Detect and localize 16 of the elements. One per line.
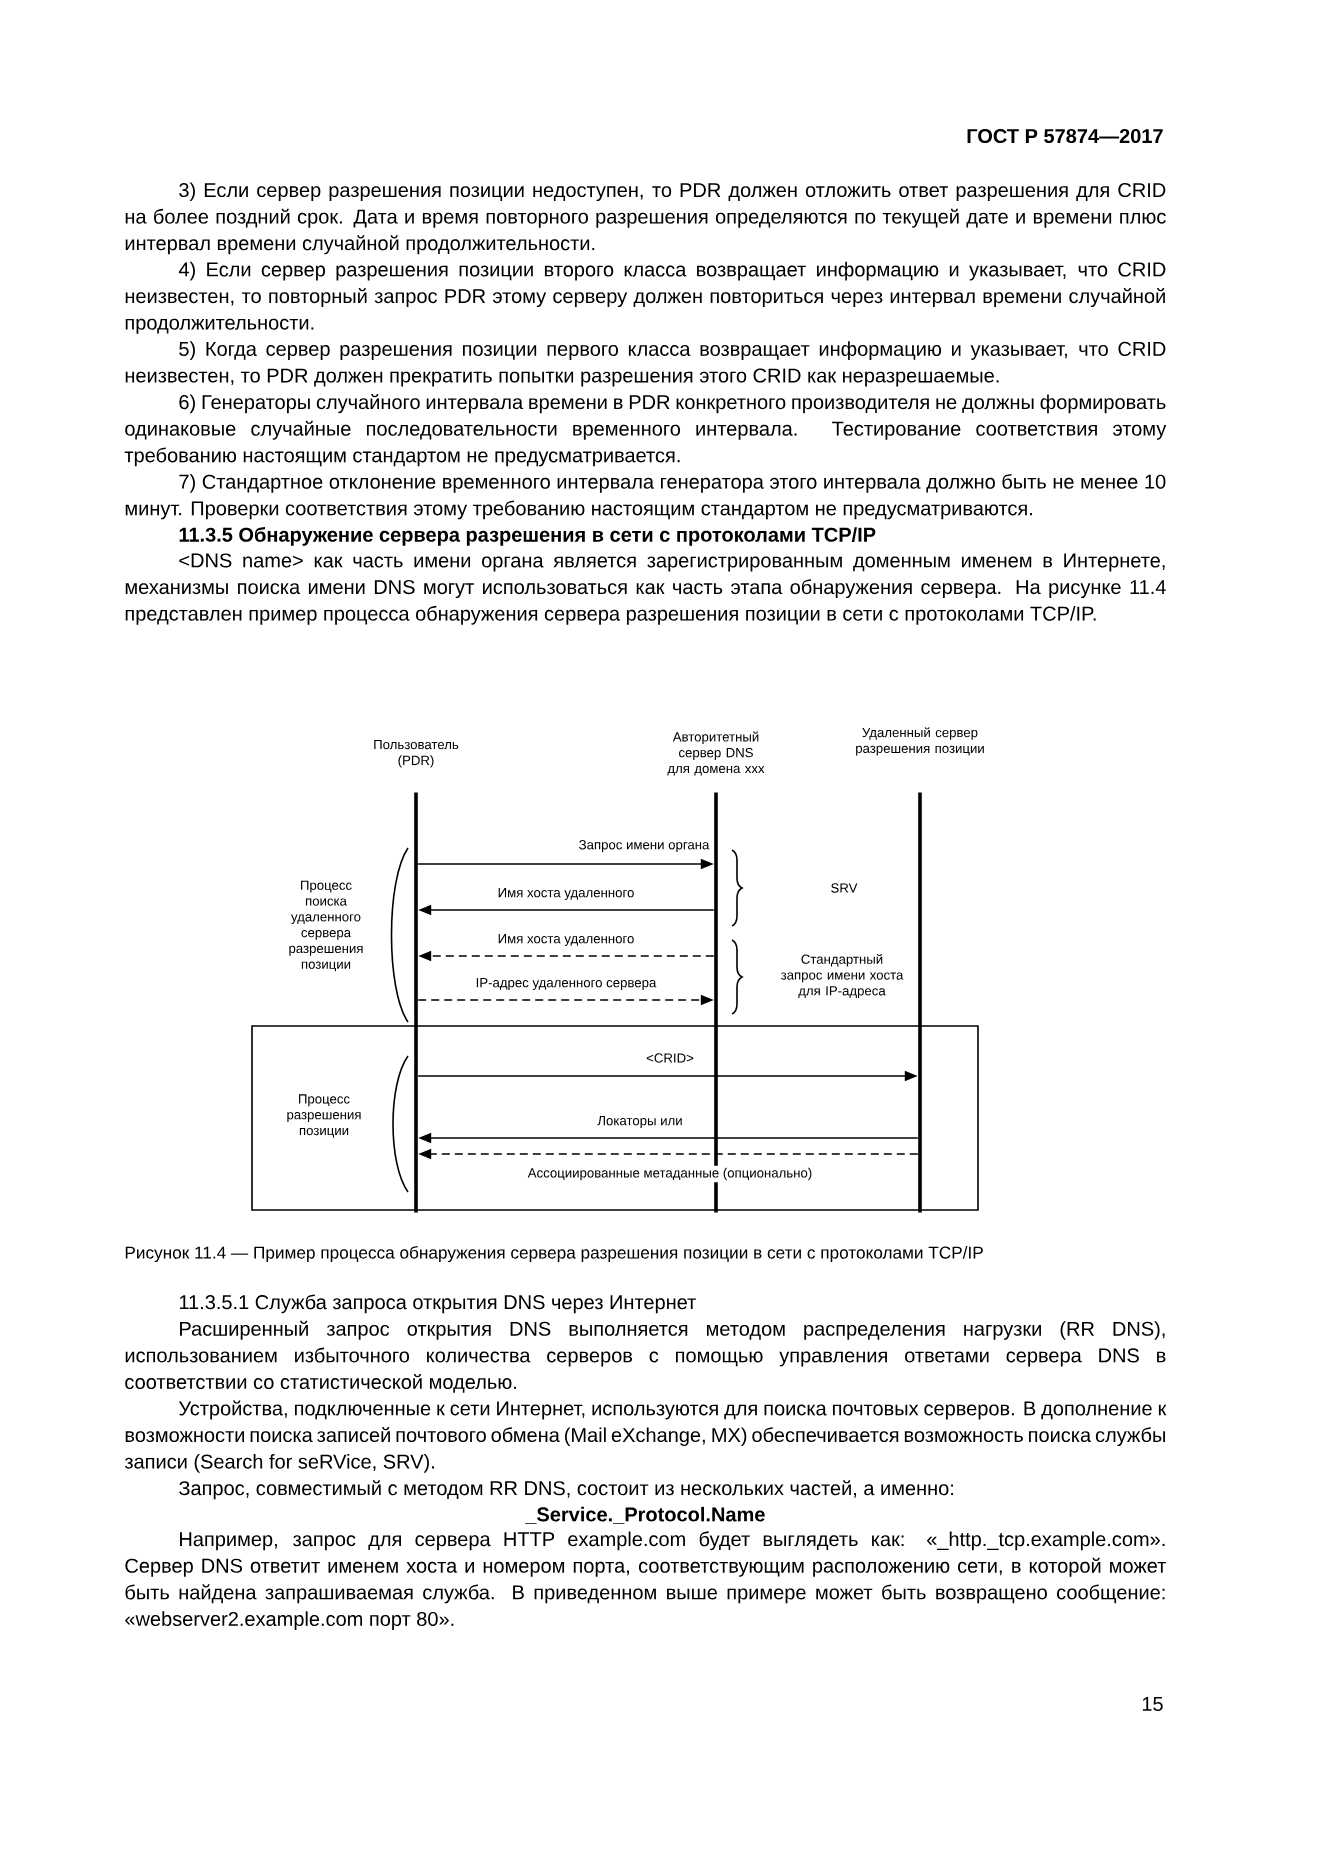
- section-heading: 11.3.5 Обнаружение сервера разрешения в сети с протоколами TCP/IP: [179, 526, 876, 546]
- paragraph: 7) Стандартное отклонение временного интервала генератора этого интервала должно быть не менее 10 минут. Проверки соответствия этому требованию настоящим стандартом не предусматриваются.: [125, 473, 1166, 520]
- page-number: 15: [1142, 1697, 1163, 1711]
- paragraph: Расширенный запрос открытия DNS выполняется методом распределения нагрузки (RR DNS), использованием избыточного количества серверов с помощью управления ответами сервера DNS в соответствии со статистической моделью.: [125, 1320, 1166, 1393]
- query-format: _Service._Protocol.Name: [525, 1506, 765, 1524]
- paragraph: Например, запрос для сервера HTTP example.com будет выглядеть как: «_http._tcp.example.com». Сервер DNS ответит именем хоста и номером порта, соответствующим расположению сети, в которой может быть найдена запрашиваемая служба. В приведенном выше примере может быть возвращено сообщение: «webserver2.example.com порт 80».: [125, 1531, 1167, 1630]
- paragraph: 6) Генераторы случайного интервала времени в PDR конкретного производителя не должны формировать одинаковые случайные последовательности временного интервала. Тестирование соответствия этому требованию настоящим стандартом не предусматривается.: [124, 394, 1167, 467]
- paragraph: Устройства, подключенные к сети Интернет, используются для поиска почтовых серверов. В дополнение к возможности поиска записей почтового обмена (Mail eXchange, MX) обеспечивается возможность поиска службы записи (Search for seRVice, SRV).: [124, 1400, 1167, 1473]
- paragraph: 5) Когда сервер разрешения позиции первого класса возвращает информацию и указывает, что CRID неизвестен, то PDR должен прекратить попытки разрешения этого CRID как неразрешаемые.: [125, 341, 1166, 387]
- paragraph: Запрос, совместимый с методом RR DNS, состоит из нескольких частей, а именно:: [179, 1480, 953, 1500]
- page-header: ГОСТ Р 57874—2017: [967, 128, 1163, 144]
- paragraph: <DNS name> как часть имени органа является зарегистрированным доменным именем в Интернете, механизмы поиска имени DNS могут использоваться как часть этапа обнаружения сервера. На рисунке 11.4 представлен пример процесса обнаружения сервера разрешения позиции в сети с протоколами TCP/IP.: [125, 553, 1166, 625]
- paragraph: 3) Если сервер разрешения позиции недоступен, то PDR должен отложить ответ разрешения для CRID на более поздний срок. Дата и время повторного разрешения определяются по текущей дате и времени плюс интервал времени случайной продолжительности.: [125, 182, 1166, 255]
- figure-caption: Рисунок 11.4 — Пример процесса обнаружения сервера разрешения позиции в сети с протоколами TCP/IP: [125, 1245, 983, 1263]
- paragraph: 11.3.5.1 Служба запроса открытия DNS через Интернет: [179, 1294, 696, 1314]
- paragraph: 4) Если сервер разрешения позиции второго класса возвращает информацию и указывает, что CRID неизвестен, то повторный запрос PDR этому серверу должен повториться через интервал времени случайной продолжительности.: [125, 261, 1166, 334]
